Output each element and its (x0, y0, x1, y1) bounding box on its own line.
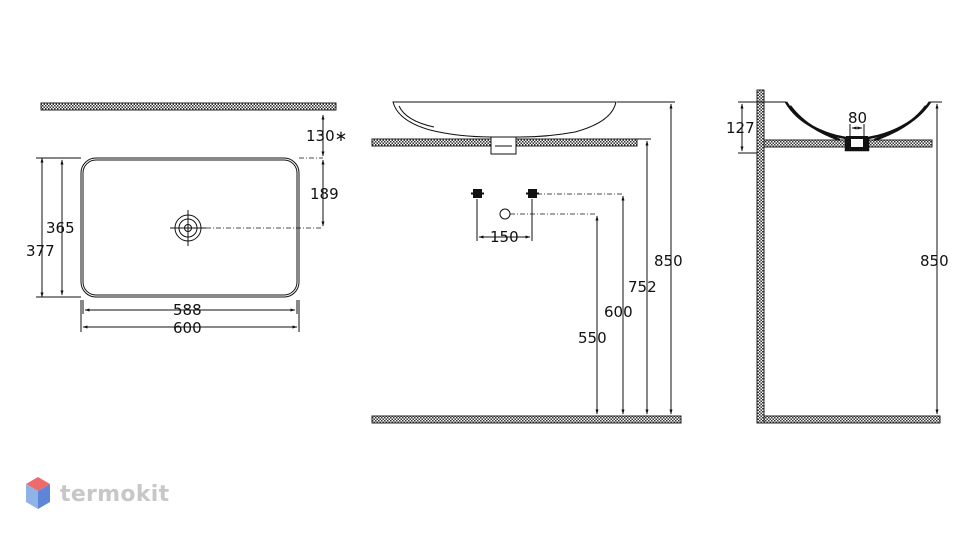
dim-bowl-height: 127 (726, 119, 755, 137)
brand-logo: termokit (24, 474, 169, 514)
brand-name: termokit (60, 481, 170, 507)
side-view-bowl (784, 101, 932, 152)
top-view: 130∗ 189 365 377 588 600 (26, 102, 347, 337)
dim-offset: 130∗ (306, 127, 347, 145)
side-view: 127 80 850 (726, 89, 949, 424)
dim-drain-width: 80 (848, 109, 867, 127)
dim-rim-height-front: 850 (654, 252, 683, 270)
tap-connector-right (526, 189, 539, 198)
drain-symbol (170, 210, 206, 246)
dim-outer-width: 600 (173, 319, 202, 337)
dim-drain-offset: 189 (310, 185, 339, 203)
dim-counter-height: 752 (628, 278, 657, 296)
top-view-counter (40, 102, 337, 111)
tap-connector-left (471, 189, 484, 198)
top-view-basin-outer (80, 157, 300, 298)
top-view-basin-inner (82, 159, 298, 296)
front-view-floor (371, 415, 682, 424)
dim-outer-depth: 377 (26, 242, 55, 260)
cube-logo-icon (26, 477, 50, 509)
front-view-bowl (392, 101, 617, 138)
front-view: 150 550 600 752 850 (371, 101, 683, 424)
dim-inner-width: 588 (173, 301, 202, 319)
dim-inner-depth: 365 (46, 219, 75, 237)
dim-rim-height-side: 850 (920, 252, 949, 270)
dim-tap-height: 600 (604, 303, 633, 321)
dim-tap-spacing: 150 (490, 228, 519, 246)
drain-connection (499, 208, 511, 220)
side-view-wall (756, 89, 765, 424)
dim-drain-height: 550 (578, 329, 607, 347)
side-view-floor (763, 415, 941, 424)
